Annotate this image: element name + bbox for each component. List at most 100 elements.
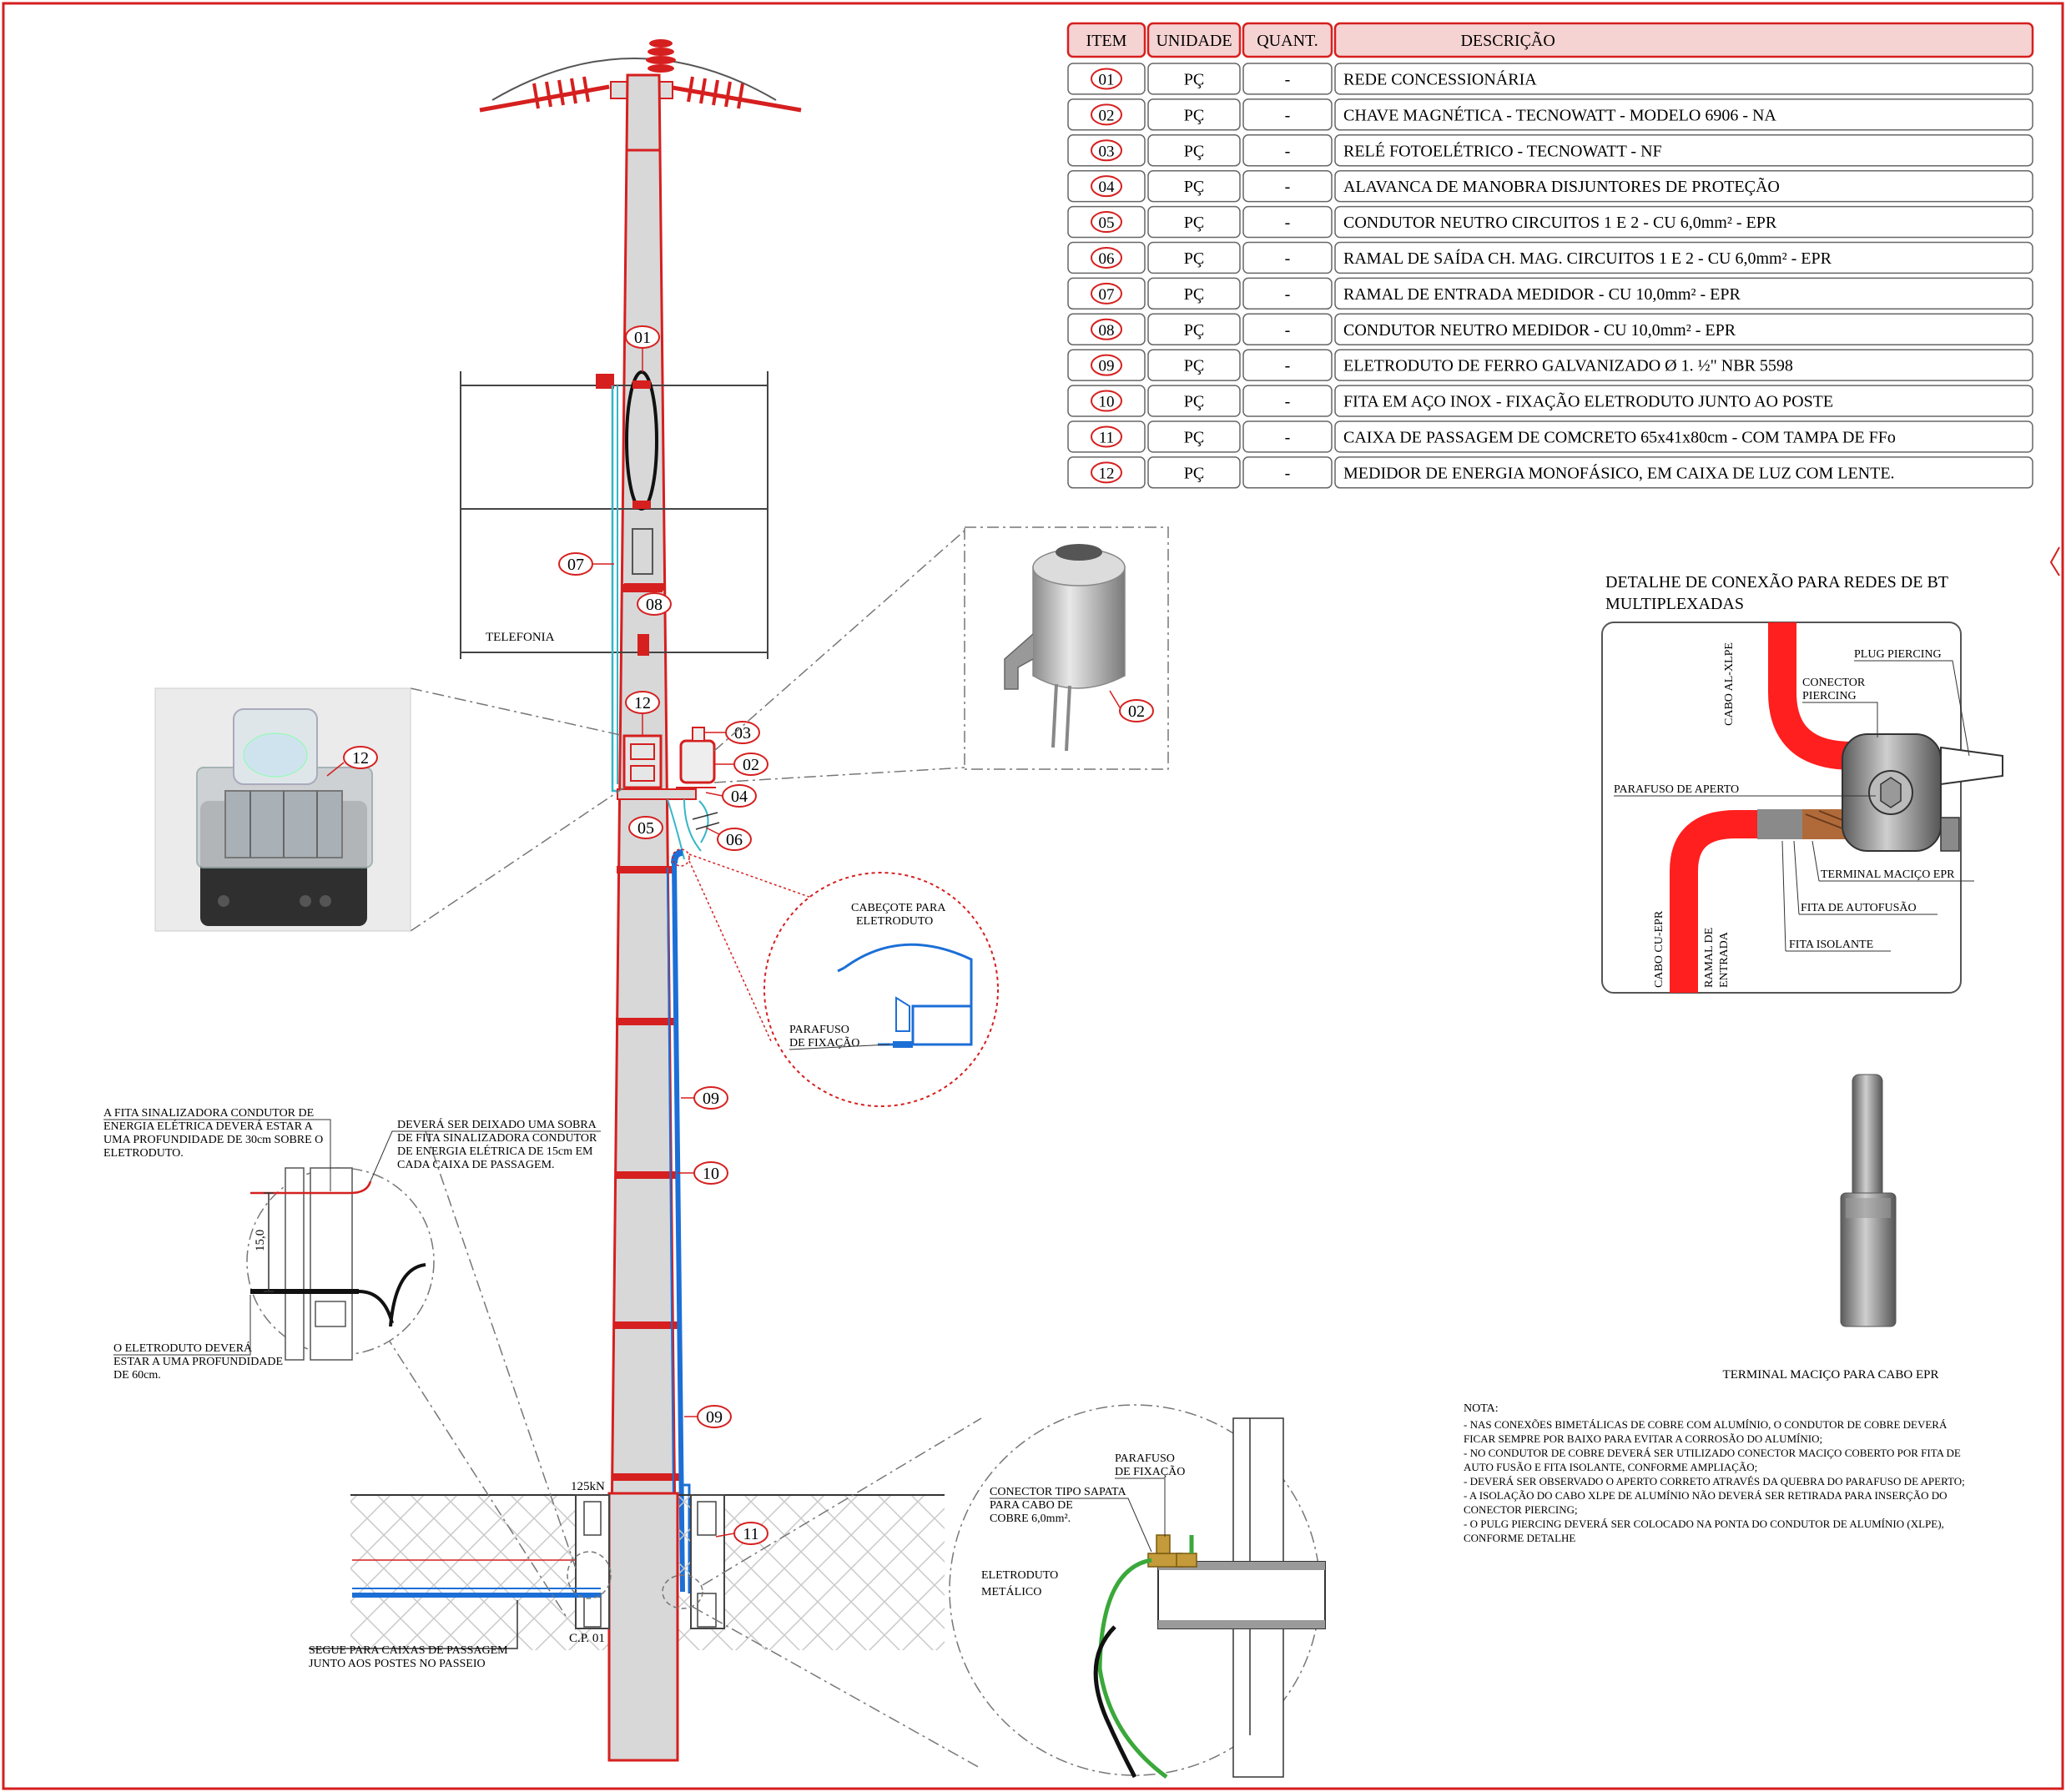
- sapata-detail: PARAFUSO DE FIXAÇÃO CONECTOR TIPO SAPATA…: [662, 1404, 1326, 1779]
- sapata-parafuso-2: DE FIXAÇÃO: [1115, 1465, 1185, 1478]
- fita-note-c-3: DE 60cm.: [113, 1369, 161, 1382]
- svg-text:10: 10: [703, 1165, 719, 1183]
- fita-note-b-3: DE ENERGIA ELÉTRICA DE 15cm EM: [397, 1144, 593, 1158]
- table-row: 07 PÇ - RAMAL DE ENTRADA MEDIDOR - CU 10,0m…: [1067, 277, 2033, 310]
- bt-cabo-cu: CABO CU-EPR: [1653, 910, 1665, 988]
- svg-text:09: 09: [706, 1408, 723, 1427]
- fita-note-a-4: ELETRODUTO.: [103, 1147, 184, 1160]
- callout-02: 02: [714, 753, 768, 776]
- svg-text:12: 12: [352, 749, 369, 768]
- fita-note-b-2: DE FITA SINALIZADORA CONDUTOR: [397, 1132, 597, 1145]
- strap: [613, 1473, 680, 1481]
- row-quant: -: [1285, 393, 1291, 411]
- cu-cable: [1670, 810, 1777, 993]
- callout-09-lower: 09: [684, 1405, 732, 1428]
- fita-dim: 15,0: [254, 1230, 267, 1251]
- table-header-cell: [1333, 22, 2034, 58]
- note-line: - O PULG PIERCING DEVERÁ SER COLOCADO NA…: [1464, 1518, 1944, 1530]
- note-line: - NAS CONEXÕES BIMETÁLICAS DE COBRE COM …: [1464, 1418, 1948, 1431]
- row-unidade: PÇ: [1184, 321, 1204, 340]
- row-item: 04: [1099, 179, 1116, 196]
- row-descricao: RELÉ FOTOELÉTRICO - TECNOWATT - NF: [1343, 141, 1662, 160]
- row-unidade: PÇ: [1184, 357, 1204, 375]
- table-header-cell: [1242, 22, 1333, 58]
- sapata-eletroduto-2: METÁLICO: [981, 1584, 1041, 1598]
- row-quant: -: [1285, 214, 1291, 232]
- cabecote-shell: [844, 943, 973, 1043]
- row-quant: -: [1285, 357, 1291, 375]
- strap: [614, 1321, 679, 1329]
- callout-07: 07: [558, 552, 614, 576]
- row-item: 02: [1099, 107, 1115, 124]
- fita-detail: 15,0 A FITA SINALIZADORA CONDUTOR DE ENE…: [103, 1107, 612, 1619]
- ground-section: 125kN C.P. 01 SEGUE PARA CAIXAS DE PASSA…: [309, 1480, 945, 1762]
- conduit: [672, 863, 685, 1593]
- callout-09-upper: 09: [681, 1086, 728, 1110]
- bt-fita-iso: FITA ISOLANTE: [1789, 939, 1873, 951]
- row-quant: -: [1285, 285, 1291, 304]
- meter-photo: 12: [154, 687, 625, 932]
- fita-note-a-3: UMA PROFUNDIDADE DE 30cm SOBRE O: [103, 1134, 323, 1146]
- row-unidade: PÇ: [1184, 393, 1204, 411]
- svg-text:02: 02: [743, 756, 759, 774]
- row-descricao: CHAVE MAGNÉTICA - TECNOWATT - MODELO 690…: [1343, 105, 1776, 124]
- row-quant: -: [1285, 464, 1291, 482]
- magnetic-switch: [679, 739, 716, 784]
- row-item: 09: [1099, 358, 1115, 375]
- note-line: - DEVERÁ SER OBSERVADO O APERTO CORRETO …: [1464, 1475, 1965, 1487]
- sapata-conector-3: COBRE 6,0mm².: [990, 1513, 1071, 1525]
- row-descricao: RAMAL DE ENTRADA MEDIDOR - CU 10,0mm² - …: [1343, 285, 1741, 304]
- row-descricao: RAMAL DE SAÍDA CH. MAG. CIRCUITOS 1 E 2 …: [1343, 249, 1832, 268]
- row-descricao: ELETRODUTO DE FERRO GALVANIZADO Ø 1. ½" …: [1343, 357, 1793, 375]
- note-line: CONFORME DETALHE: [1464, 1532, 1575, 1544]
- segue-label-2: JUNTO AOS POSTES NO PASSEIO: [309, 1658, 486, 1670]
- bt-conector-1: CONECTOR: [1802, 677, 1866, 689]
- fita-note-c-2: ESTAR A UMA PROFUNDIDADE: [113, 1356, 283, 1368]
- svg-text:05: 05: [637, 819, 654, 838]
- row-item: 01: [1099, 71, 1115, 88]
- callout-10: 10: [678, 1161, 728, 1185]
- cabecote-title-2: ELETRODUTO: [856, 915, 933, 928]
- table-header-cell: [1066, 22, 1146, 58]
- segue-label-1: SEGUE PARA CAIXAS DE PASSAGEM: [309, 1644, 508, 1657]
- bt-connection-detail: DETALHE DE CONEXÃO PARA REDES DE BT MULT…: [1601, 571, 2003, 994]
- sapata-eletroduto-1: ELETRODUTO: [981, 1569, 1058, 1582]
- item-bubble: [1091, 175, 1122, 198]
- fita-note-b-4: CADA CAIXA DE PASSAGEM.: [397, 1159, 555, 1171]
- cabecote-parafuso-2: DE FIXAÇÃO: [789, 1036, 859, 1050]
- callout-12: 12: [625, 691, 660, 736]
- terminal-photo: TERMINAL MACIÇO PARA CABO EPR: [1723, 1074, 1939, 1382]
- bt-title-2: MULTIPLEXADAS: [1605, 595, 1744, 613]
- callout-11: 11: [715, 1522, 768, 1545]
- bt-terminal: TERMINAL MACIÇO EPR: [1821, 868, 1955, 881]
- row-item: 12: [1099, 465, 1115, 482]
- notes-block: NOTA: - NAS CONEXÕES BIMETÁLICAS DE COBR…: [1464, 1402, 1965, 1544]
- bt-cabo-al: CABO AL-XLPE: [1723, 642, 1736, 726]
- sapata-conector-2: PARA CABO DE: [990, 1499, 1073, 1512]
- row-quant: -: [1285, 142, 1291, 160]
- svg-text:06: 06: [726, 831, 743, 849]
- pole-elevation: TELEFONIA: [460, 39, 802, 1760]
- row-descricao: FITA EM AÇO INOX - FIXAÇÃO ELETRODUTO JU…: [1343, 391, 1833, 411]
- callout-06: 06: [705, 827, 752, 851]
- insulator-icon: [532, 76, 744, 109]
- row-descricao: CAIXA DE PASSAGEM DE COMCRETO 65x41x80cm…: [1343, 428, 1896, 446]
- row-unidade: PÇ: [1184, 285, 1204, 304]
- cp-label: C.P. 01: [569, 1632, 605, 1645]
- row-unidade: PÇ: [1184, 178, 1204, 196]
- row-item: 07: [1099, 286, 1115, 304]
- item-bubble: [1091, 318, 1122, 340]
- bt-ramal-1: RAMAL DE: [1703, 928, 1716, 988]
- row-quant: -: [1285, 106, 1291, 124]
- item-bubble: [1091, 211, 1122, 234]
- callout-05: 05: [628, 816, 663, 839]
- svg-text:02: 02: [1128, 702, 1145, 721]
- svg-text:04: 04: [731, 788, 748, 806]
- row-descricao: CONDUTOR NEUTRO MEDIDOR - CU 10,0mm² - E…: [1343, 321, 1736, 340]
- terminal-caption: TERMINAL MACIÇO PARA CABO EPR: [1723, 1368, 1939, 1382]
